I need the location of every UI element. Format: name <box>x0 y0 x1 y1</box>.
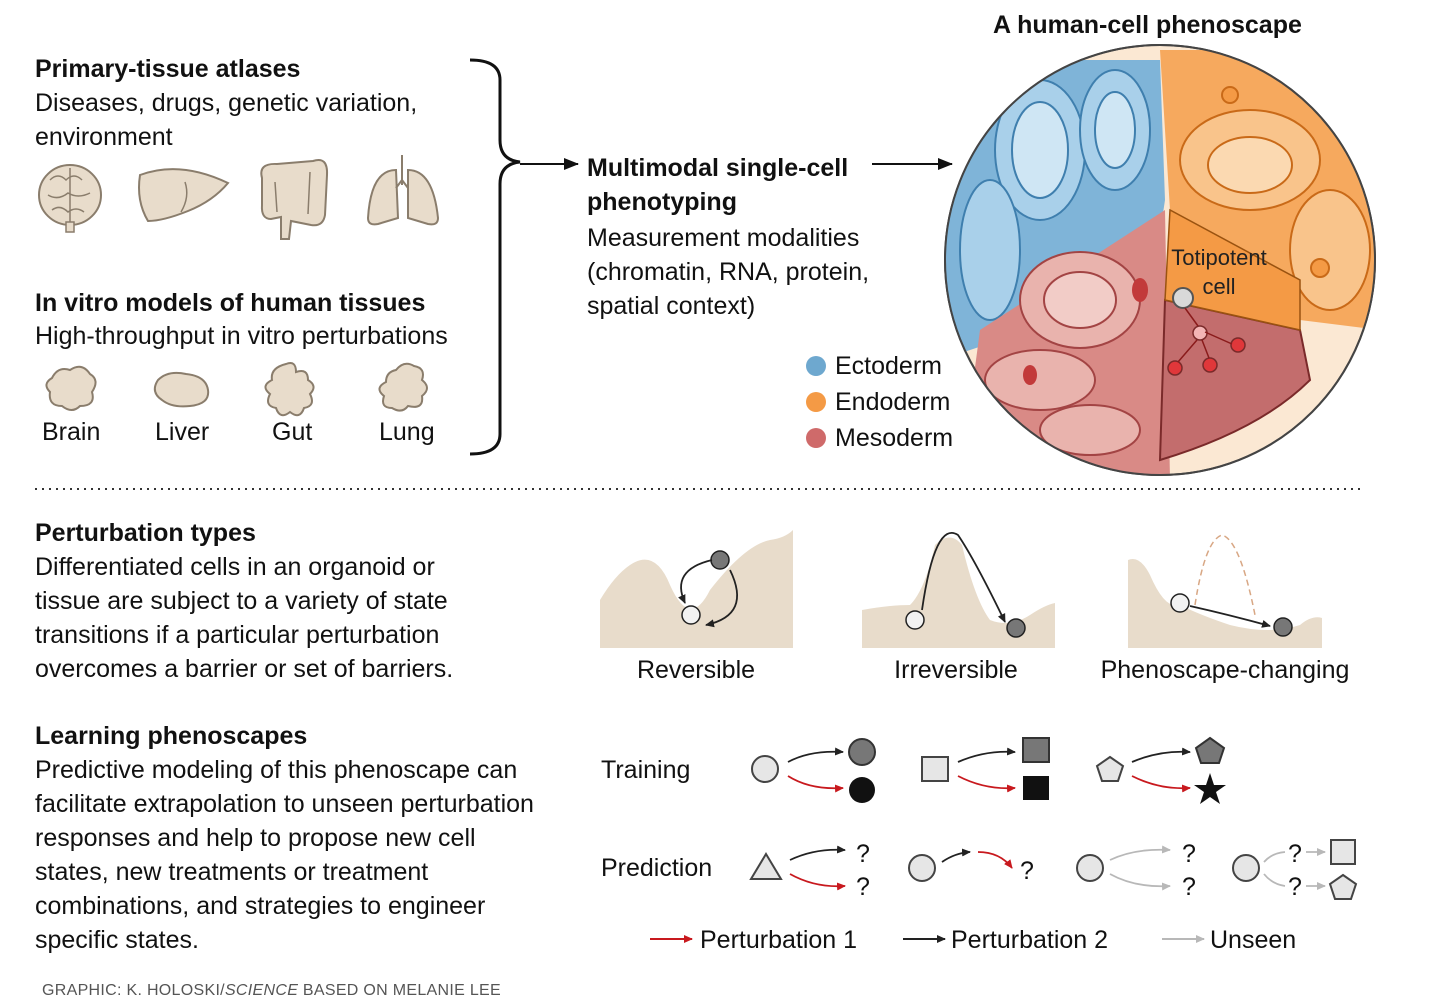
legend-endoderm-dot <box>806 392 826 412</box>
organoid-brain-icon <box>45 365 97 411</box>
legend-ectoderm-dot <box>806 356 826 376</box>
learning-desc: Predictive modeling of this phenoscape c… <box>35 756 534 954</box>
prediction-label: Prediction <box>601 854 713 882</box>
organoid-label-brain: Brain <box>42 418 101 446</box>
phenoscape-title: A human-cell phenoscape <box>993 11 1302 39</box>
question-mark: ? <box>1288 873 1302 901</box>
question-mark: ? <box>1182 873 1196 901</box>
training-group-pentagon <box>1095 736 1226 804</box>
perturbation-title: Perturbation types <box>35 519 256 547</box>
phenotyping-title: Multimodal single-cell phenotyping <box>587 154 849 216</box>
legend-mesoderm-label: Mesoderm <box>835 424 954 452</box>
prediction-group-unseen <box>1076 845 1171 891</box>
organoid-liver-icon <box>153 371 210 408</box>
totipotent-cell <box>1172 287 1194 309</box>
question-mark: ? <box>1182 840 1196 868</box>
training-label: Training <box>601 756 691 784</box>
graphic-credit: GRAPHIC: K. HOLOSKI/SCIENCE BASED ON MEL… <box>42 982 501 999</box>
brain-icon <box>38 164 102 233</box>
training-group-square <box>921 737 1050 800</box>
learning-title: Learning phenoscapes <box>35 722 308 750</box>
invitro-title: In vitro models of human tissues <box>35 289 426 317</box>
prediction-group-triangle <box>749 845 846 891</box>
question-mark: ? <box>1020 857 1034 885</box>
legend-ectoderm-label: Ectoderm <box>835 352 942 380</box>
phenoscape-changing-landscape <box>1128 534 1322 648</box>
irreversible-landscape <box>862 532 1055 648</box>
organoid-label-liver: Liver <box>155 418 210 446</box>
training-group-circle <box>751 738 876 803</box>
phenotyping-desc: Measurement modalities (chromatin, RNA, … <box>587 224 870 320</box>
organoid-gut-icon <box>264 362 315 417</box>
question-mark: ? <box>856 873 870 901</box>
type-reversible: Reversible <box>636 656 756 684</box>
type-phenoscape-changing: Phenoscape-changing <box>1100 656 1350 684</box>
type-irreversible: Irreversible <box>894 656 1018 684</box>
perturbation-desc: Differentiated cells in an organoid or t… <box>35 553 454 683</box>
organoid-label-gut: Gut <box>272 418 313 446</box>
organoid-lung-icon <box>378 362 428 412</box>
legend-endoderm-label: Endoderm <box>835 388 951 416</box>
bracket <box>469 58 521 456</box>
prediction-group-sequential <box>908 848 1013 882</box>
question-mark: ? <box>856 840 870 868</box>
liver-icon <box>138 168 230 223</box>
primary-tissue-title: Primary-tissue atlases <box>35 55 301 83</box>
legend-mesoderm-dot <box>806 428 826 448</box>
reversible-landscape <box>600 530 793 648</box>
question-mark: ? <box>1288 840 1302 868</box>
legend-unseen-label: Unseen <box>1210 926 1297 954</box>
legend-perturbation2-label: Perturbation 2 <box>951 926 1109 954</box>
prediction-group-inverse <box>1232 839 1358 900</box>
totipotent-label: Totipotent cell <box>1171 245 1267 299</box>
gut-icon <box>260 159 329 240</box>
primary-tissue-desc: Diseases, drugs, genetic variation, envi… <box>35 89 418 151</box>
organoid-label-lung: Lung <box>379 418 435 446</box>
invitro-desc: High-throughput in vitro perturbations <box>35 322 448 350</box>
legend-perturbation1-label: Perturbation 1 <box>700 926 858 954</box>
lung-icon <box>366 155 440 226</box>
